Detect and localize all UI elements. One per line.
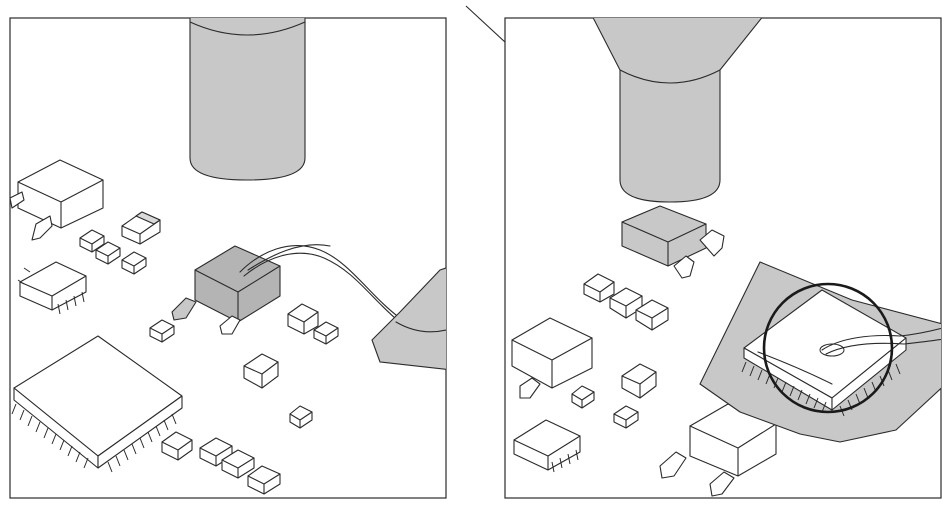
kapton-tape-icon [371,267,446,370]
smd-passive-icon [161,431,281,495]
dpak-component-icon [659,403,777,497]
dpak-component-icon [10,159,104,241]
hot-air-nozzle-icon [189,18,306,181]
dpak-component-icon [621,205,725,279]
soic-component-icon [513,419,581,473]
right-panel [504,17,942,499]
qfp-chip-icon [11,335,183,473]
smd-passive-icon [149,303,339,429]
dpak-component-icon [511,317,593,399]
left-panel [9,17,447,499]
smd-passive-icon [571,273,669,429]
highlight-circle [762,282,894,414]
smd-passive-icon [79,211,161,275]
thermocouple-wire-icon [819,327,941,357]
soic-component-icon [17,261,87,315]
hot-air-nozzle-icon [592,18,763,203]
